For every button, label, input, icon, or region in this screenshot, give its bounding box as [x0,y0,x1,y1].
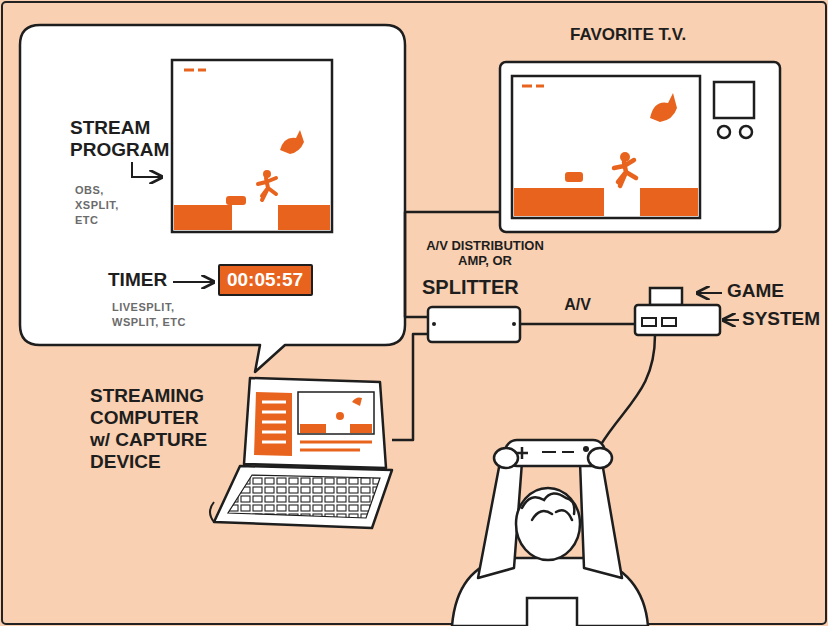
tv-part [640,188,698,216]
laptop-part [352,398,362,407]
tv-part [740,126,752,138]
speech-bubble-part [20,25,405,372]
player-part [527,598,577,626]
player-part [494,448,518,468]
player-part [600,335,655,446]
stream-leaders [132,162,214,282]
software-note: LIVESPLIT, WSPLIT, ETC [112,300,188,330]
tv-part [512,76,700,218]
part-label: TIMER [108,269,178,291]
timer-readout: 00:05:57 [227,269,303,291]
stream-screen [172,60,332,232]
part-label: FAVORITE T.V. [570,25,740,45]
tv-part [620,152,630,162]
laptop-part [298,392,374,434]
game-console: GAMESYSTEM [635,305,720,335]
splitter-box: A/V DISTRIBUTION AMP, ORSPLITTER [428,307,520,342]
streaming-laptop: STREAMING COMPUTER w/ CAPTURE DEVICE [214,375,392,530]
player-part [583,446,589,452]
laptop-part [244,378,386,468]
splitter-box [428,307,520,342]
speech-bubble: STREAM PROGRAM OBS, XSPLIT, ETC TIMER LIVES… [20,25,405,345]
stream-screen-part [226,196,246,205]
game-console [635,288,739,335]
av-cable [392,334,428,440]
player [452,335,655,626]
stream-screen-part [280,130,304,154]
game-console-part [723,319,739,321]
game-console-part [650,288,682,305]
stream-screen-part [184,69,206,72]
part-label: STREAM PROGRAM [70,117,178,161]
timer-box: 00:05:57 [218,264,313,296]
game-console-part [642,318,656,326]
splitter-box-part [432,322,436,326]
laptop-part [262,402,286,442]
stream-screen-part [174,205,232,230]
tv-part [714,82,754,118]
stream-leaders-part [132,162,162,177]
player-part [542,451,574,453]
game-console-part [662,318,676,326]
tv-set: FAVORITE T.V. [500,62,780,232]
laptop-part [210,502,214,522]
tv-part [650,93,677,122]
tv-part [514,188,604,216]
part-label: SYSTEM [742,308,828,330]
stream-screen-part [278,205,330,230]
tv-part [565,172,583,182]
laptop-part [350,424,372,433]
player-part [522,493,574,520]
laptop-part [254,392,292,456]
laptop-part [228,475,380,518]
software-note: OBS, XSPLIT, ETC [75,183,131,228]
player-part [580,462,622,578]
stream-screen-part [258,178,276,200]
part-label: STREAMING COMPUTER w/ CAPTURE DEVICE [90,385,210,472]
av-cable [520,323,635,326]
player-part [516,488,580,560]
tv [500,62,780,232]
laptop-part [300,442,372,450]
tv-part [614,160,636,186]
tv-part [500,62,780,232]
speech-bubble [20,25,405,372]
cable-label: A/V [564,296,591,314]
game-console-part [697,292,722,294]
stream-leaders-part [173,281,214,283]
laptop-part [300,424,326,433]
game-console-part [635,305,720,335]
laptop [210,378,392,528]
stream-screen-part [263,170,271,178]
laptop-part [336,412,344,420]
part-label: GAME [727,280,817,302]
tv-part [718,126,730,138]
part-label: SPLITTER [422,276,542,299]
stream-screen-part [172,60,332,232]
splitter-box-part [428,307,520,342]
laptop-part [214,466,392,528]
splitter-box-part [512,322,516,326]
part-label: A/V DISTRIBUTION AMP, OR [410,239,560,269]
player-part [588,448,612,468]
tv-part [522,85,544,88]
